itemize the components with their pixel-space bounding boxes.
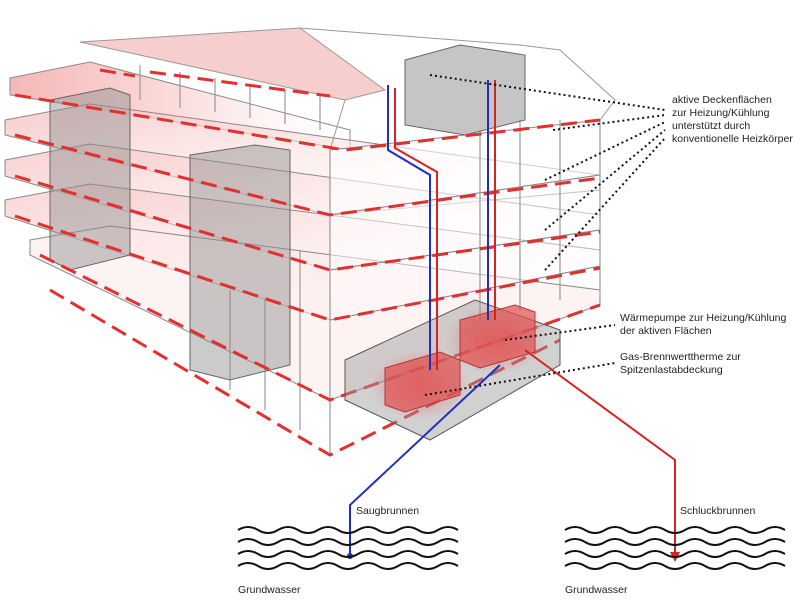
label-line: aktive Deckenflächen	[672, 94, 772, 106]
groundwater-waves-right	[564, 526, 786, 570]
roof-edge	[329, 99, 346, 151]
label-line: zur Heizung/Kühlung	[672, 107, 770, 119]
label-line: Wärmepumpe zur Heizung/Kühlung	[620, 312, 787, 324]
label-line: Gas-Brennwerttherme zur	[620, 351, 741, 363]
label-gas-boiler: Gas-Brennwerttherme zur Spitzenlastabdec…	[620, 351, 741, 377]
label-groundwater-left: Grundwasser	[238, 584, 301, 596]
label-line: konventionelle Heizkörper	[672, 133, 793, 145]
roof-outline-right	[299, 27, 616, 121]
label-active-ceiling: aktive Deckenflächen zur Heizung/Kühlung…	[672, 94, 793, 146]
label-line: unterstützt durch	[672, 120, 751, 132]
columns	[139, 65, 601, 455]
pipe-blue-riser	[387, 85, 431, 370]
gas-boiler-unit	[384, 351, 461, 413]
leader-lines	[424, 74, 666, 396]
groundwater-waves-left	[237, 526, 459, 570]
roof-plane	[79, 27, 387, 101]
label-line: der aktiven Flächen	[620, 325, 712, 337]
active-ceiling-dashes	[14, 68, 601, 457]
pipe-to-saugbrunnen	[349, 364, 501, 555]
core-middle	[189, 144, 291, 381]
label-heat-pump: Wärmepumpe zur Heizung/Kühlung der aktiv…	[620, 312, 786, 338]
core-right	[404, 44, 526, 136]
label-line: Spitzenlastabdeckung	[620, 364, 723, 376]
label-saugbrunnen: Saugbrunnen	[356, 505, 420, 517]
label-schluckbrunnen: Schluckbrunnen	[680, 505, 756, 517]
technical-room	[344, 299, 561, 441]
pipes	[349, 80, 676, 555]
building	[4, 27, 680, 562]
core-left	[49, 87, 131, 271]
heat-pump-unit	[459, 304, 536, 369]
pipe-red-riser	[394, 88, 438, 370]
label-groundwater-right: Grundwasser	[565, 584, 628, 596]
pipe-to-schluckbrunnen	[524, 349, 676, 555]
